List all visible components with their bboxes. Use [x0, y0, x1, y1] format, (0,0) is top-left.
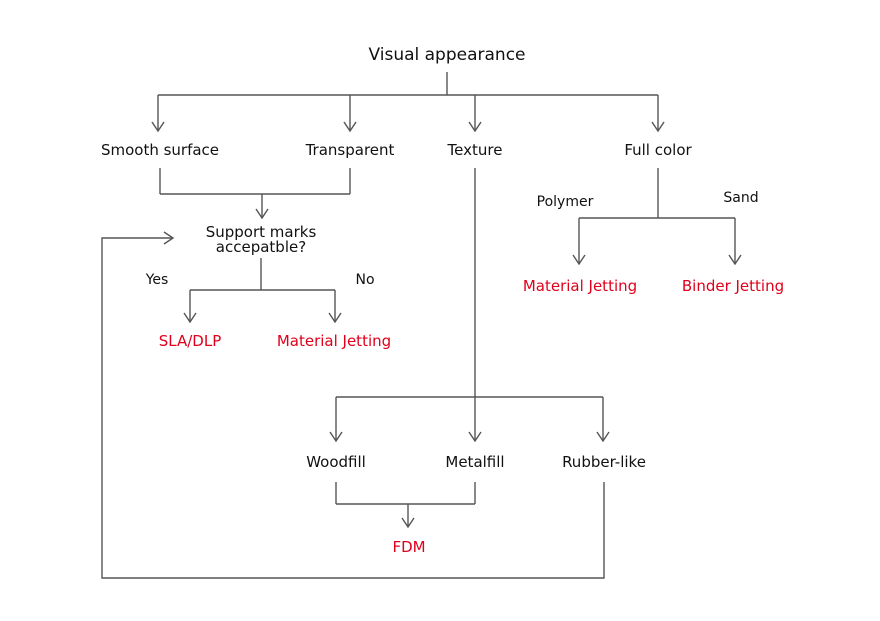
method-material-jetting-support: Material Jetting [277, 332, 391, 350]
edge-label-no: No [355, 272, 374, 288]
arrow-to-support-question [255, 208, 269, 220]
arrow-to-fdm [401, 517, 415, 529]
arrow-to-rubber-like [596, 431, 610, 443]
arrow-to-binder-jetting [728, 254, 742, 266]
node-support-question-line1: Support marks [206, 223, 317, 241]
texture-branch-connector [329, 168, 610, 443]
method-binder-jetting: Binder Jetting [682, 277, 784, 295]
node-full-color: Full color [624, 141, 692, 159]
root-node: Visual appearance [368, 45, 525, 65]
arrow-loop-to-support-question [163, 231, 175, 245]
node-transparent: Transparent [305, 141, 395, 159]
arrow-to-sla-dlp [183, 312, 197, 324]
method-material-jetting-color: Material Jetting [523, 277, 637, 295]
node-woodfill: Woodfill [306, 453, 366, 471]
root-connectors [151, 72, 665, 133]
arrow-to-material-jetting-support [328, 312, 342, 324]
node-metalfill: Metalfill [445, 453, 504, 471]
support-branch-connector [183, 258, 342, 324]
support-merge-connector [159, 168, 351, 220]
arrow-to-smooth-surface [151, 121, 165, 133]
edge-label-yes: Yes [145, 272, 169, 288]
full-color-branch-connector [572, 168, 742, 266]
node-texture: Texture [447, 141, 503, 159]
arrow-to-woodfill [329, 431, 343, 443]
arrow-to-texture [468, 121, 482, 133]
arrow-to-material-jetting-color [572, 254, 586, 266]
fdm-merge-connector [335, 482, 476, 529]
node-smooth-surface: Smooth surface [101, 141, 219, 159]
rubber-like-loop-connector [101, 231, 605, 579]
method-fdm: FDM [392, 538, 425, 556]
node-support-question-line2: accepatble? [216, 238, 306, 256]
arrow-to-full-color [651, 121, 665, 133]
edge-label-sand: Sand [723, 190, 758, 206]
edge-label-polymer: Polymer [537, 194, 594, 210]
method-sla-dlp: SLA/DLP [159, 332, 222, 350]
node-rubber-like: Rubber-like [562, 453, 646, 471]
arrow-to-transparent [343, 121, 357, 133]
arrow-to-metalfill [468, 431, 482, 443]
